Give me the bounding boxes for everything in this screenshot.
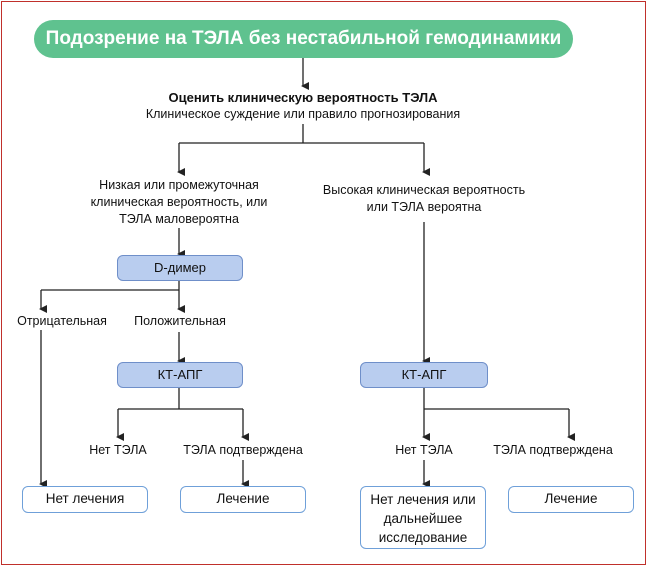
left-no-treatment-box: Нет лечения [22,486,148,513]
left-pe-confirmed-label: ТЭЛА подтверждена [183,443,303,457]
assess-subtitle: Клиническое суждение или правило прогноз… [145,107,461,121]
high-prob-line1: Высокая клиническая вероятность [322,183,526,197]
right-treatment-box: Лечение [508,486,634,513]
title-banner: Подозрение на ТЭЛА без нестабильной гемо… [34,20,573,58]
positive-label: Положительная [134,314,226,328]
assess-heading: Оценить клиническую вероятность ТЭЛА [168,90,438,105]
ddimer-box: D-димер [117,255,243,281]
right-no-treatment-line1: Нет лечения или [370,492,476,507]
negative-label: Отрицательная [17,314,107,328]
low-prob-line3: ТЭЛА маловероятна [119,212,239,226]
right-no-treatment-box: Нет лечения или дальнейшее исследование [360,486,486,549]
right-no-treatment-line2: дальнейшее [383,511,463,526]
high-prob-line2: или ТЭЛА вероятна [366,200,482,214]
right-ctpa-box: КТ-АПГ [360,362,488,388]
right-pe-confirmed-label: ТЭЛА подтверждена [493,443,613,457]
low-prob-line2: клиническая вероятность, или [90,195,268,209]
left-no-pe-label: Нет ТЭЛА [89,443,147,457]
right-no-treatment-line3: исследование [378,530,468,545]
left-treatment-box: Лечение [180,486,306,513]
left-ctpa-box: КТ-АПГ [117,362,243,388]
right-no-pe-label: Нет ТЭЛА [395,443,453,457]
low-prob-line1: Низкая или промежуточная [99,178,259,192]
